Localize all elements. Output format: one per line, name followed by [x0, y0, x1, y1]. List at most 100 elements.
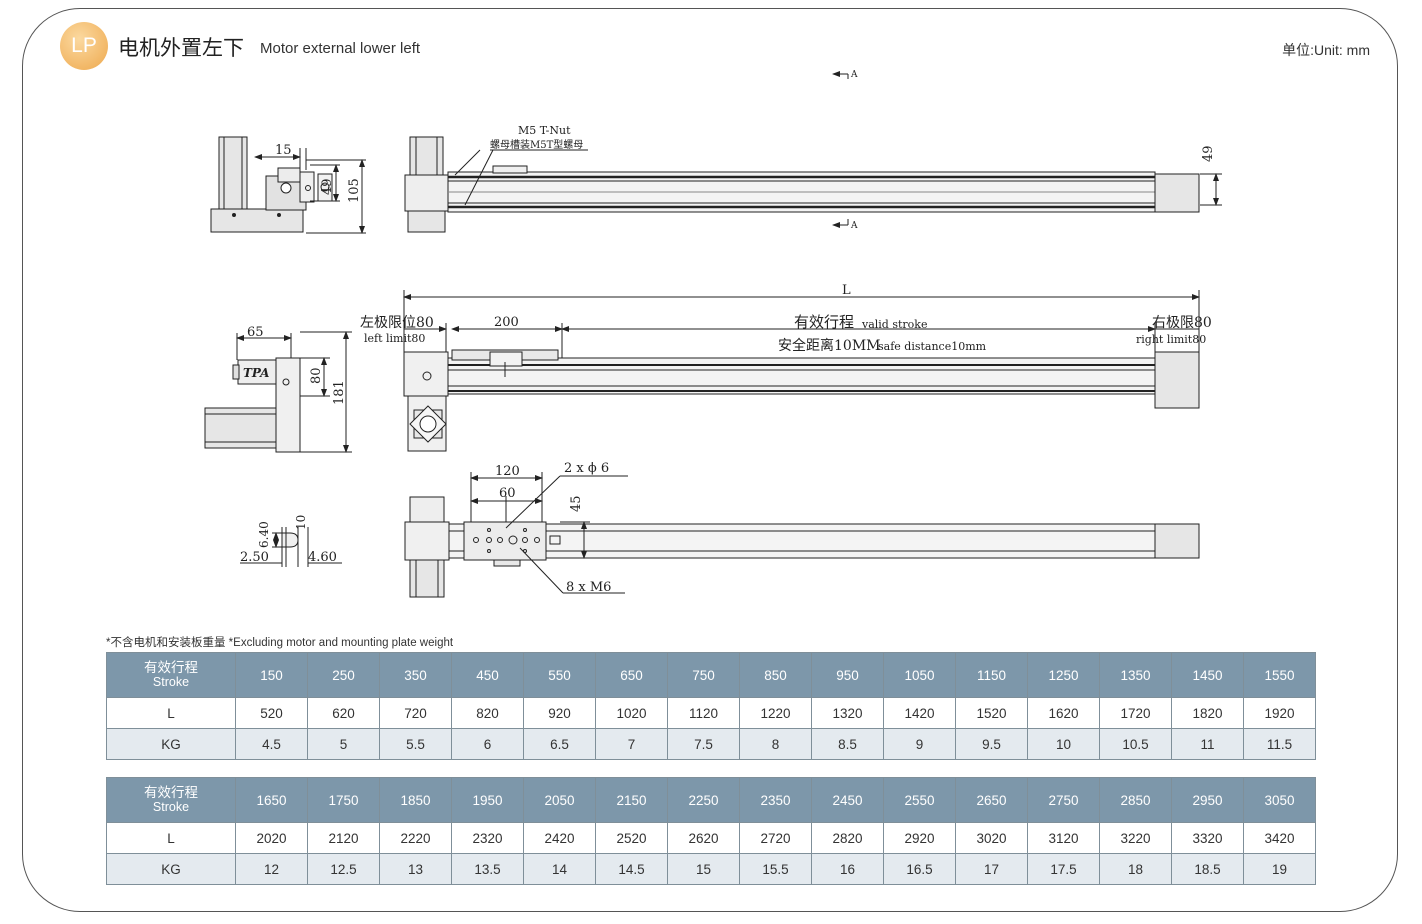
stroke-cell: 1750 [307, 777, 380, 823]
lp-badge: LP [60, 22, 108, 70]
page-title-en: Motor external lower left [260, 40, 421, 57]
weight-cell: 4.5 [235, 728, 308, 760]
weight-cell: 7.5 [667, 728, 740, 760]
stroke-cell: 2550 [883, 777, 956, 823]
unit-label: 单位:Unit: mm [1282, 42, 1370, 58]
holes-label: 2 x ϕ 6 [564, 461, 609, 476]
weight-cell: 5 [307, 728, 380, 760]
length-cell: 820 [451, 697, 524, 729]
weight-cell: 9.5 [955, 728, 1028, 760]
weight-cell: 12 [235, 853, 308, 885]
slot-dim-4-60: 4.60 [308, 550, 337, 565]
weight-cell: 10 [1027, 728, 1100, 760]
weight-cell: 10.5 [1099, 728, 1172, 760]
length-cell: 1720 [1099, 697, 1172, 729]
dim-15: 15 [275, 143, 292, 158]
tpa-logo: TPA [243, 366, 269, 380]
weight-cell: 8.5 [811, 728, 884, 760]
stroke-cell: 1150 [955, 652, 1028, 698]
weight-cell: 13.5 [451, 853, 524, 885]
length-label: L [106, 822, 236, 854]
dim-49: 49 [320, 178, 335, 195]
length-cell: 1220 [739, 697, 812, 729]
stroke-cell: 2150 [595, 777, 668, 823]
tnut-label: M5 T-Nut [518, 124, 571, 137]
weight-cell: 19 [1243, 853, 1316, 885]
weight-cell: 6.5 [523, 728, 596, 760]
stroke-cell: 1350 [1099, 652, 1172, 698]
weight-cell: 17.5 [1027, 853, 1100, 885]
length-cell: 1520 [955, 697, 1028, 729]
weight-cell: 12.5 [307, 853, 380, 885]
length-cell: 520 [235, 697, 308, 729]
slot-dim-6-40: 6.40 [257, 521, 271, 548]
length-cell: 2220 [379, 822, 452, 854]
stroke-cell: 1050 [883, 652, 956, 698]
dim-120: 120 [495, 464, 520, 479]
length-cell: 2420 [523, 822, 596, 854]
length-cell: 2520 [595, 822, 668, 854]
slot-dim-2-50: 2.50 [240, 550, 269, 565]
weight-cell: 16.5 [883, 853, 956, 885]
stroke-cell: 2950 [1171, 777, 1244, 823]
weight-cell: 11 [1171, 728, 1244, 760]
length-cell: 2620 [667, 822, 740, 854]
slot-profile [240, 527, 342, 567]
stroke-cell: 1850 [379, 777, 452, 823]
length-cell: 2120 [307, 822, 380, 854]
dim-49-right: 49 [1201, 145, 1216, 162]
stroke-cell: 250 [307, 652, 380, 698]
stroke-cell: 2050 [523, 777, 596, 823]
dim-65: 65 [247, 325, 264, 340]
length-cell: 3420 [1243, 822, 1316, 854]
length-cell: 1820 [1171, 697, 1244, 729]
technical-drawing: 15 49 105 M5 T-Nut 螺母槽装M5T型螺母 49 A A [204, 70, 1222, 598]
valid-stroke-cn: 有效行程 [794, 313, 854, 331]
stroke-cell: 2450 [811, 777, 884, 823]
dim-181: 181 [332, 380, 347, 405]
length-cell: 720 [379, 697, 452, 729]
length-label: L [106, 697, 236, 729]
length-cell: 2920 [883, 822, 956, 854]
page-title-cn: 电机外置左下 [118, 36, 244, 60]
length-cell: 1120 [667, 697, 740, 729]
valid-stroke-en: valid stroke [861, 318, 927, 331]
dim-45: 45 [569, 495, 584, 512]
weight-cell: 15 [667, 853, 740, 885]
stroke-cell: 950 [811, 652, 884, 698]
weight-cell: 17 [955, 853, 1028, 885]
stroke-cell: 2350 [739, 777, 812, 823]
stroke-cell: 2650 [955, 777, 1028, 823]
stroke-cell: 3050 [1243, 777, 1316, 823]
section-marker-top: A [850, 70, 858, 80]
top-view [403, 290, 1200, 452]
length-cell: 1920 [1243, 697, 1316, 729]
section-marker-bottom: A [850, 221, 858, 231]
length-cell: 3220 [1099, 822, 1172, 854]
weight-label: KG [106, 853, 236, 885]
end-view-middle [204, 331, 352, 453]
dim-200: 200 [494, 315, 519, 330]
length-cell: 3120 [1027, 822, 1100, 854]
stroke-cell: 2850 [1099, 777, 1172, 823]
weight-cell: 14.5 [595, 853, 668, 885]
stroke-cell: 2250 [667, 777, 740, 823]
side-view [404, 71, 1222, 233]
weight-cell: 11.5 [1243, 728, 1316, 760]
end-view-top [210, 136, 366, 234]
stroke-cell: 1950 [451, 777, 524, 823]
thread-label: 8 x M6 [566, 580, 611, 595]
weight-cell: 14 [523, 853, 596, 885]
dim-105: 105 [347, 178, 362, 203]
weight-cell: 7 [595, 728, 668, 760]
weight-cell: 18.5 [1171, 853, 1244, 885]
stroke-cell: 150 [235, 652, 308, 698]
weight-cell: 13 [379, 853, 452, 885]
